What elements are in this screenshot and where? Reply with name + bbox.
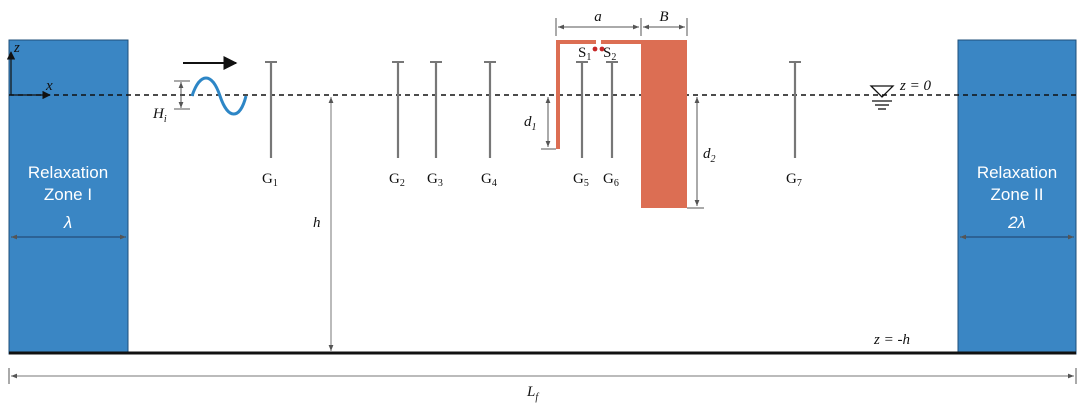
- x-axis-label: x: [45, 78, 53, 94]
- wave-gauge-7: G7: [786, 61, 802, 189]
- wave-gauge-5: G5: [573, 61, 589, 189]
- wave-gauges: G1 G2 G3 G4 G5 G6 G7: [262, 61, 802, 189]
- chamber-deck-right: [601, 40, 641, 44]
- zone-1-title-line2: Zone I: [44, 185, 92, 204]
- wave-gauge-label: G6: [603, 171, 619, 189]
- chamber-width-label: a: [594, 9, 602, 25]
- water-level-symbol-icon: [869, 85, 895, 110]
- zone-2-title-line2: Zone II: [991, 185, 1044, 204]
- back-draft-label: d2: [703, 146, 716, 165]
- zone-1-title-line1: Relaxation: [28, 163, 108, 182]
- zone-2-title-line1: Relaxation: [977, 163, 1057, 182]
- breakwater-block: [641, 40, 687, 208]
- wave-gauge-6: G6: [603, 61, 619, 189]
- incident-wave: [190, 76, 248, 116]
- wave-gauge-label: G3: [427, 171, 443, 189]
- zone-2-length: 2λ: [1007, 213, 1026, 232]
- free-surface-label: z = 0: [899, 78, 931, 94]
- probe-s1-label: S1: [578, 45, 591, 63]
- oscillating-chamber-breakwater: [556, 40, 687, 208]
- front-draft-label: d1: [524, 114, 537, 133]
- wave-gauge-1: G1: [262, 61, 278, 189]
- wave-height-label: Hi: [152, 106, 167, 125]
- wave-gauge-2: G2: [389, 61, 405, 189]
- relaxation-zone-2: [957, 39, 1077, 355]
- relaxation-zone-1: [8, 39, 129, 355]
- front-wall: [556, 40, 560, 149]
- breakwater-width-label: B: [659, 9, 668, 25]
- wave-gauge-label: G4: [481, 171, 497, 189]
- pressure-probe-s2: [599, 46, 605, 52]
- probe-s2-label: S2: [603, 45, 616, 63]
- wave-gauge-label: G1: [262, 171, 278, 189]
- wave-gauge-3: G3: [427, 61, 443, 189]
- z-axis-label: z: [13, 40, 20, 56]
- pressure-probe-s1: [592, 46, 598, 52]
- flume-length-label: Lf: [526, 384, 539, 403]
- zone-1-length: λ: [63, 213, 72, 232]
- bed-label: z = -h: [873, 332, 910, 348]
- wave-gauge-label: G7: [786, 171, 802, 189]
- wave-gauge-label: G5: [573, 171, 589, 189]
- wave-gauge-4: G4: [481, 61, 497, 189]
- water-depth-label: h: [313, 215, 321, 231]
- chamber-deck-left: [556, 40, 596, 44]
- wave-gauge-label: G2: [389, 171, 405, 189]
